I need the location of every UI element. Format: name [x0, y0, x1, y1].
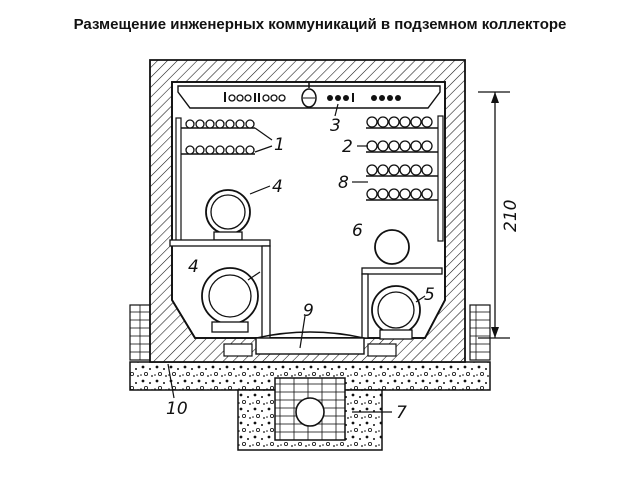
- concrete-shell: [149, 59, 466, 363]
- callout-1: 1: [274, 135, 285, 155]
- callout-9: 9: [303, 301, 314, 321]
- lamp-icon: [301, 82, 317, 108]
- cable-rack-left: [175, 117, 256, 244]
- callout-4-upper: 4: [272, 177, 283, 197]
- floor-channel-9: [223, 331, 397, 357]
- callout-7: 7: [396, 403, 407, 423]
- brick-wall-left: [129, 304, 151, 361]
- pipe-5: [371, 285, 421, 340]
- pipe-4-upper: [205, 189, 251, 241]
- drain-pipe: [295, 397, 325, 427]
- dimension-label: 210: [501, 200, 521, 232]
- callout-4-lower: 4: [188, 257, 199, 277]
- top-cable-group-left: [224, 92, 286, 102]
- brick-wall-right: [469, 304, 491, 361]
- page-title: Размещение инженерных коммуникаций в под…: [73, 16, 567, 33]
- callout-6: 6: [352, 221, 363, 241]
- callout-10: 10: [166, 399, 188, 419]
- top-cable-group-right: [327, 93, 401, 102]
- dimension-210: 210: [478, 91, 521, 339]
- support-frame-right: [361, 267, 443, 339]
- callout-5: 5: [424, 285, 435, 305]
- pipe-4-lower: [201, 267, 259, 333]
- pipe-6: [374, 229, 410, 265]
- callout-3: 3: [330, 116, 341, 136]
- gravel-base: [129, 361, 491, 451]
- callout-2: 2: [342, 137, 353, 157]
- callout-8: 8: [338, 173, 349, 193]
- leader-lines: [167, 103, 426, 413]
- cable-rack-right: [365, 115, 444, 242]
